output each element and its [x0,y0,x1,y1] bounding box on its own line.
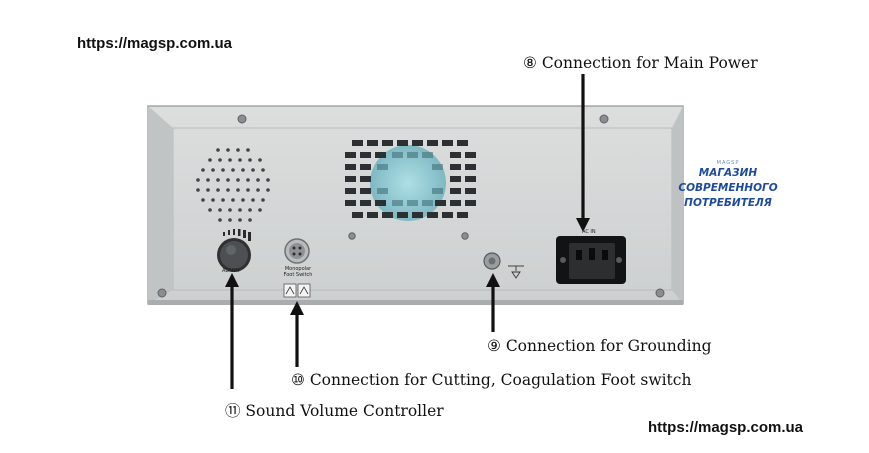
grounding-terminal [483,252,524,279]
label-alarm: ALARM [222,268,240,274]
watermark-url-bottom[interactable]: https://magsp.com.ua [648,419,804,436]
label-ac-in: AC IN [582,229,596,235]
label-monopolar-line2: Foot Switch [283,272,313,278]
logo-line-1: МАГАЗИН [698,167,758,179]
screw-top-left [237,114,247,124]
fan-vent [345,140,476,221]
annotation-arrows [225,74,590,389]
screw-bottom-left [157,288,167,298]
label-monopolar-line1: Monopolar [284,266,312,272]
shop-logo: MAGSP МАГАЗИН СОВРЕМЕННОГО ПОТРЕБИТЕЛЯ [678,160,778,242]
corner-screws [157,114,665,298]
callout-main-power: ⑧ Connection for Main Power [523,54,758,72]
speaker-grille [196,148,270,222]
label-monopolar: Monopolar Foot Switch [281,266,315,278]
screw-mid-right [461,232,469,240]
screw-bottom-right [655,288,665,298]
callout-grounding: ⑨ Connection for Grounding [487,337,712,355]
logo-line-3: ПОТРЕБИТЕЛЯ [684,197,772,209]
logo-top-text: MAGSP [716,160,740,166]
watermark-url-top[interactable]: https://magsp.com.ua [77,35,233,52]
logo-line-2: СОВРЕМЕННОГО [678,182,778,194]
callout-foot-switch: ⑩ Connection for Cutting, Coagulation Fo… [291,371,692,389]
ac-power-inlet [556,236,626,284]
foot-switch-connector [283,238,311,298]
alarm-volume-knob [217,229,251,272]
screw-mid-left [348,232,356,240]
screw-top-right [599,114,609,124]
callout-sound-volume: ⑪ Sound Volume Controller [225,402,444,420]
